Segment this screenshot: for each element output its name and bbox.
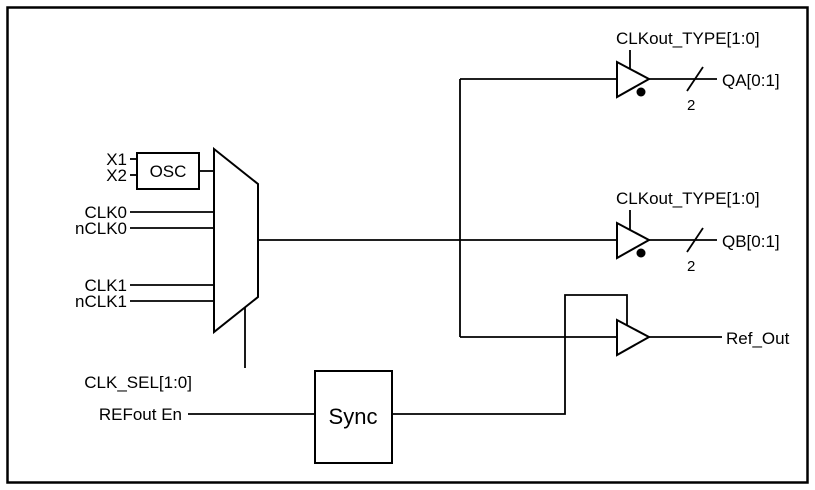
qa-output-buffer	[616, 60, 652, 99]
refout-en-label: REFout En	[99, 405, 182, 424]
sync-block	[314, 370, 393, 464]
diagram-border	[6, 6, 809, 484]
osc-label: OSC	[150, 162, 187, 181]
refout-label: Ref_Out	[726, 329, 790, 348]
qb-output-buffer	[616, 221, 652, 260]
osc-block	[136, 152, 200, 190]
qa-clkout-type-label: CLKout_TYPE[1:0]	[616, 29, 760, 48]
qa-output-label: QA[0:1]	[722, 71, 780, 90]
nclk0-label: nCLK0	[75, 219, 127, 238]
clk-sel-label: CLK_SEL[1:0]	[84, 373, 192, 392]
qb-inverting-dot	[636, 248, 646, 258]
x2-label: X2	[106, 166, 127, 185]
qb-output-label: QB[0:1]	[722, 232, 780, 251]
qb-clkout-type-label: CLKout_TYPE[1:0]	[616, 189, 760, 208]
qa-bus-slash	[686, 66, 704, 92]
nclk1-label: nCLK1	[75, 292, 127, 311]
sync-to-refout-wire	[392, 294, 628, 415]
clock-select-mux	[213, 146, 259, 335]
qb-bus-width-label: 2	[687, 258, 695, 275]
qa-inverting-dot	[636, 87, 646, 97]
qb-bus-slash	[686, 227, 704, 253]
clk1-label: CLK1	[84, 276, 127, 295]
qa-bus-width-label: 2	[687, 97, 695, 114]
clk0-label: CLK0	[84, 203, 127, 222]
sync-label: Sync	[329, 404, 378, 429]
x1-label: X1	[106, 150, 127, 169]
refout-buffer	[616, 318, 652, 357]
